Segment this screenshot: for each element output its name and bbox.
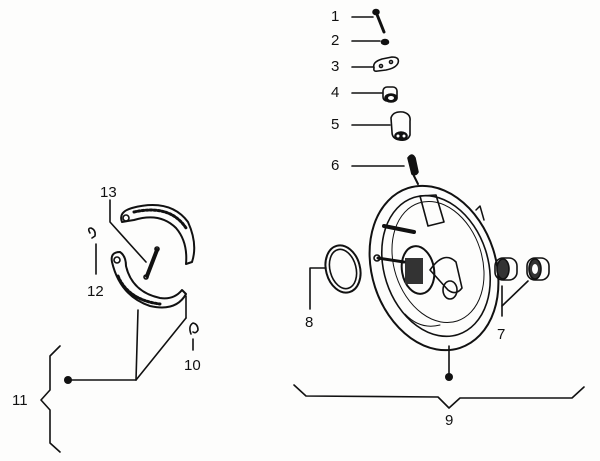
label-11: 11 — [12, 392, 28, 409]
label-1: 1 — [331, 8, 340, 25]
label-12: 12 — [87, 283, 104, 300]
label-4: 4 — [331, 84, 340, 101]
part-10-clip — [189, 322, 199, 335]
brake-shoes — [110, 204, 196, 309]
part-12-clip — [87, 227, 96, 239]
label-6: 6 — [331, 157, 340, 174]
bracket-11 — [40, 345, 61, 453]
part-6-gear — [407, 154, 419, 185]
label-2: 2 — [331, 32, 340, 49]
label-13: 13 — [100, 184, 117, 201]
part-2-washer — [380, 38, 390, 46]
bracket-dot-11 — [64, 376, 72, 384]
label-9: 9 — [445, 412, 454, 429]
bracket-9 — [293, 384, 585, 409]
label-10: 10 — [184, 357, 201, 374]
part-9-backing-plate — [368, 184, 500, 352]
part-5-sleeve — [390, 111, 411, 141]
label-8: 8 — [305, 314, 314, 331]
part-8-seal-ring — [324, 244, 362, 294]
bracket-dot-9 — [445, 373, 453, 381]
part-4-bushing — [382, 86, 398, 103]
part-7-bearings — [494, 257, 550, 281]
label-3: 3 — [331, 58, 340, 75]
part-13-spring — [143, 246, 160, 280]
part-3-plate — [372, 56, 400, 72]
label-5: 5 — [331, 116, 340, 133]
label-7: 7 — [497, 326, 506, 343]
leader-lines — [67, 16, 529, 381]
part-1-bolt — [372, 8, 386, 34]
